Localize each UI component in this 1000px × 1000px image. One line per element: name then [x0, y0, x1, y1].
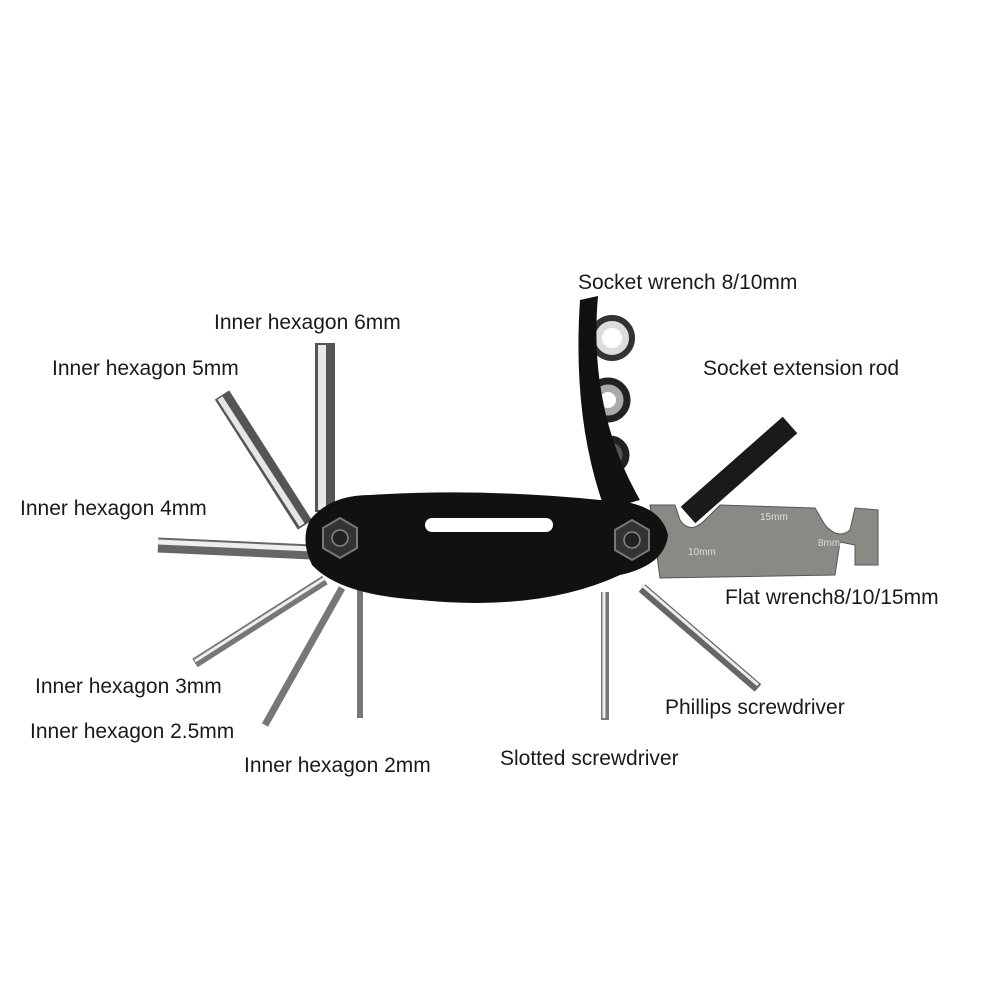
label-hex-2mm: Inner hexagon 2mm [244, 754, 431, 777]
socket-extension-rod [680, 416, 798, 524]
hex-key-4mm [157, 537, 313, 560]
label-hex-5mm: Inner hexagon 5mm [52, 357, 239, 380]
label-hex-6mm: Inner hexagon 6mm [214, 311, 401, 334]
body-slot [425, 518, 553, 532]
flat-wrench: 15mm 10mm 8mm [649, 504, 879, 579]
tool-body [305, 492, 668, 603]
hex-key-2-5mm [261, 586, 346, 727]
label-slotted: Slotted screwdriver [500, 747, 679, 770]
phillips-screwdriver [638, 584, 762, 692]
wrench-marking-15mm: 15mm [760, 512, 788, 523]
wrench-marking-8mm: 8mm [818, 538, 840, 549]
label-hex-3mm: Inner hexagon 3mm [35, 675, 222, 698]
label-flat-wrench: Flat wrench8/10/15mm [725, 586, 939, 609]
wrench-marking-10mm: 10mm [688, 547, 716, 558]
label-hex-2-5mm: Inner hexagon 2.5mm [30, 720, 235, 743]
label-phillips: Phillips screwdriver [665, 696, 845, 719]
socket-wrench [578, 296, 640, 510]
label-extension-rod: Socket extension rod [703, 357, 900, 380]
hex-key-3mm [192, 575, 328, 668]
label-hex-4mm: Inner hexagon 4mm [20, 497, 207, 520]
label-socket-wrench: Socket wrench 8/10mm [578, 271, 798, 294]
